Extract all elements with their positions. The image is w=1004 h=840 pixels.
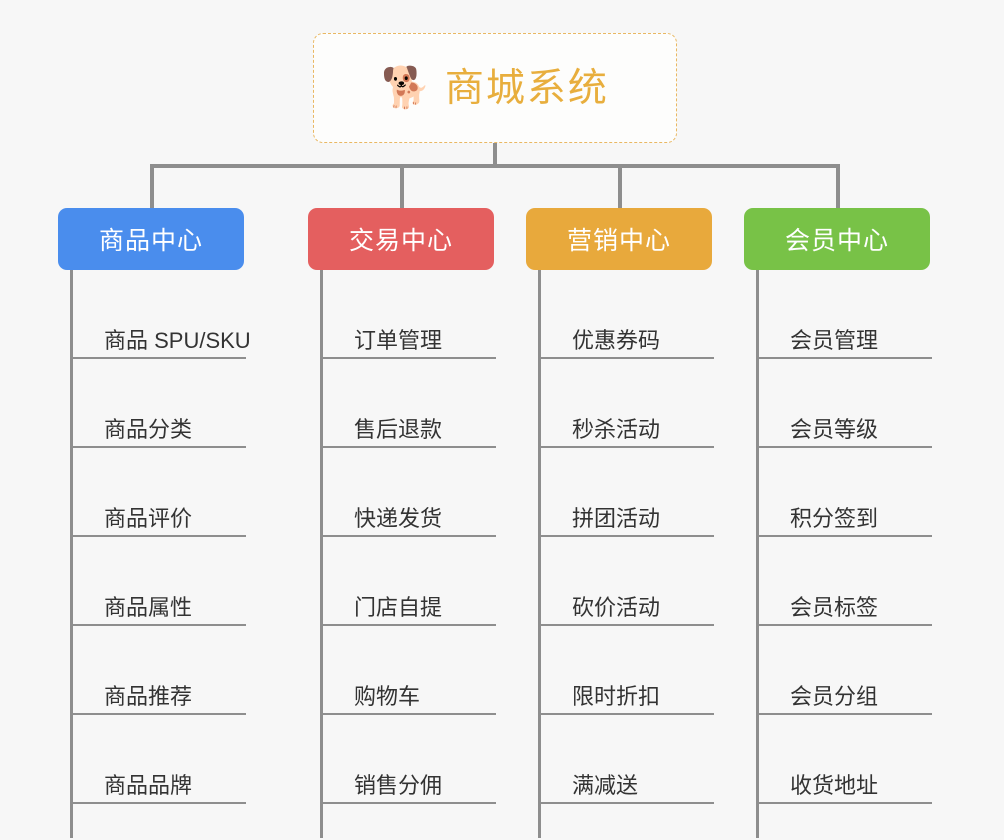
branch-header-product-center[interactable]: 商品中心	[58, 208, 244, 270]
leaf-label: 商品品牌	[104, 772, 193, 798]
leaf-label: 砍价活动	[572, 594, 661, 620]
leaf-list-trade-center: 订单管理 售后退款 快递发货 门店自提 购物车 销售分佣	[308, 270, 496, 838]
list-item[interactable]: 商品品牌	[70, 715, 246, 804]
leaf-label: 商品分类	[104, 416, 193, 442]
list-item[interactable]: 商品 SPU/SKU	[70, 270, 251, 359]
leaf-label: 收货地址	[790, 772, 879, 798]
list-item[interactable]: 商品推荐	[70, 626, 246, 715]
leaf-label: 门店自提	[354, 594, 443, 620]
leaf-trunk-line	[320, 270, 323, 838]
list-item[interactable]: 销售分佣	[320, 715, 496, 804]
list-item[interactable]: 满减送	[538, 715, 714, 804]
list-item[interactable]: 快递发货	[320, 448, 496, 537]
list-item[interactable]: 优惠券码	[538, 270, 714, 359]
list-item[interactable]: 商品分类	[70, 359, 246, 448]
leaf-label: 订单管理	[354, 327, 443, 353]
list-item[interactable]: 商品属性	[70, 537, 246, 626]
leaf-label: 快递发货	[354, 505, 443, 531]
branch-header-marketing-center[interactable]: 营销中心	[526, 208, 712, 270]
connector-horizontal-bus	[150, 164, 840, 168]
list-item[interactable]: 拼团活动	[538, 448, 714, 537]
leaf-list-product-center: 商品 SPU/SKU 商品分类 商品评价 商品属性 商品推荐 商品品牌	[58, 270, 251, 838]
leaf-label: 商品属性	[104, 594, 193, 620]
root-node[interactable]: 🐕 商城系统	[313, 33, 677, 143]
leaf-label: 会员等级	[790, 416, 879, 442]
leaf-label: 销售分佣	[354, 772, 443, 798]
root-title: 商城系统	[444, 66, 609, 110]
leaf-label: 积分签到	[790, 505, 879, 531]
leaf-list-member-center: 会员管理 会员等级 积分签到 会员标签 会员分组 收货地址	[744, 270, 932, 838]
list-item[interactable]: 会员等级	[756, 359, 932, 448]
branch-header-member-center[interactable]: 会员中心	[744, 208, 930, 270]
leaf-label: 商品评价	[104, 505, 193, 531]
leaf-label: 拼团活动	[572, 505, 661, 531]
leaf-label: 购物车	[354, 683, 421, 709]
leaf-trunk-line	[538, 270, 541, 838]
connector-root-stem	[493, 143, 497, 167]
leaf-label: 会员分组	[790, 683, 879, 709]
list-item[interactable]: 会员分组	[756, 626, 932, 715]
list-item[interactable]: 积分签到	[756, 448, 932, 537]
leaf-label: 商品推荐	[104, 683, 193, 709]
branch-marketing-center: 营销中心 优惠券码 秒杀活动 拼团活动 砍价活动 限时折扣 满减送	[526, 208, 714, 838]
leaf-label: 秒杀活动	[572, 416, 661, 442]
leaf-label: 优惠券码	[572, 327, 661, 353]
leaf-label: 会员标签	[790, 594, 879, 620]
leaf-label: 限时折扣	[572, 683, 661, 709]
leaf-list-marketing-center: 优惠券码 秒杀活动 拼团活动 砍价活动 限时折扣 满减送	[526, 270, 714, 838]
branch-trade-center: 交易中心 订单管理 售后退款 快递发货 门店自提 购物车 销售分佣	[308, 208, 496, 838]
leaf-trunk-line	[756, 270, 759, 838]
connector-drop-1	[150, 164, 154, 209]
shiba-dog-face-icon: 🐕	[381, 66, 431, 110]
connector-drop-2	[400, 164, 404, 209]
list-item[interactable]: 商品评价	[70, 448, 246, 537]
branch-member-center: 会员中心 会员管理 会员等级 积分签到 会员标签 会员分组 收货地址	[744, 208, 932, 838]
leaf-label: 满减送	[572, 772, 639, 798]
list-item[interactable]: 收货地址	[756, 715, 932, 804]
list-item[interactable]: 限时折扣	[538, 626, 714, 715]
branch-product-center: 商品中心 商品 SPU/SKU 商品分类 商品评价 商品属性 商品推荐 商品品牌	[58, 208, 251, 838]
list-item[interactable]: 会员标签	[756, 537, 932, 626]
leaf-label: 会员管理	[790, 327, 879, 353]
list-item[interactable]: 会员管理	[756, 270, 932, 359]
connector-drop-3	[618, 164, 622, 209]
list-item[interactable]: 门店自提	[320, 537, 496, 626]
leaf-trunk-line	[70, 270, 73, 838]
leaf-label: 商品 SPU/SKU	[104, 327, 251, 353]
list-item[interactable]: 订单管理	[320, 270, 496, 359]
list-item[interactable]: 售后退款	[320, 359, 496, 448]
list-item[interactable]: 购物车	[320, 626, 496, 715]
list-item[interactable]: 砍价活动	[538, 537, 714, 626]
leaf-label: 售后退款	[354, 416, 443, 442]
connector-drop-4	[836, 164, 840, 209]
branch-header-trade-center[interactable]: 交易中心	[308, 208, 494, 270]
list-item[interactable]: 秒杀活动	[538, 359, 714, 448]
